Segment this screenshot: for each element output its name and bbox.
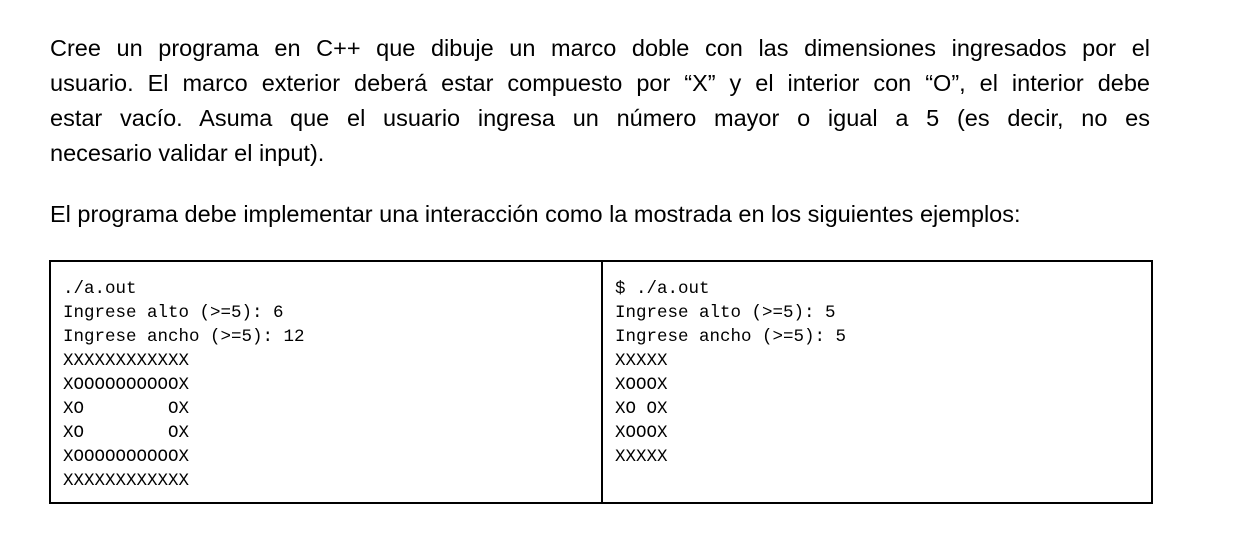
code-line: XO OX — [615, 399, 668, 419]
code-line: ./a.out — [63, 279, 137, 299]
code-line: Ingrese ancho (>=5): 12 — [63, 327, 305, 347]
code-line: XOOOX — [615, 375, 668, 395]
example-cell-right: $ ./a.out Ingrese alto (>=5): 5 Ingrese … — [601, 262, 1151, 502]
code-line: XXXXXXXXXXXX — [63, 471, 190, 491]
code-line: XXXXX — [615, 351, 668, 371]
code-line: XOOOX — [615, 423, 668, 443]
code-line: XO OX — [63, 399, 190, 419]
code-line: XO OX — [63, 423, 190, 443]
instruction-paragraph: Cree un programa en C++ que dibuje un ma… — [50, 31, 1150, 171]
instruction-line: usuario. El marco exterior deberá estar … — [50, 70, 1150, 96]
code-line: XOOOOOOOOOOX — [63, 447, 190, 467]
code-line: XOOOOOOOOOOX — [63, 375, 190, 395]
code-line: $ ./a.out — [615, 279, 710, 299]
code-line: XXXXX — [615, 447, 668, 467]
code-line: Ingrese ancho (>=5): 5 — [615, 327, 847, 347]
examples-table: ./a.out Ingrese alto (>=5): 6 Ingrese an… — [49, 260, 1153, 504]
instruction-line: necesario validar el input). — [50, 140, 325, 166]
example-intro-paragraph: El programa debe implementar una interac… — [50, 201, 1021, 227]
instruction-line: Cree un programa en C++ que dibuje un ma… — [50, 35, 1150, 61]
instruction-line: estar vacío. Asuma que el usuario ingres… — [50, 105, 1150, 131]
example-cell-left: ./a.out Ingrese alto (>=5): 6 Ingrese an… — [51, 262, 601, 502]
code-line: Ingrese alto (>=5): 5 — [615, 303, 836, 323]
code-line: Ingrese alto (>=5): 6 — [63, 303, 284, 323]
code-line: XXXXXXXXXXXX — [63, 351, 190, 371]
